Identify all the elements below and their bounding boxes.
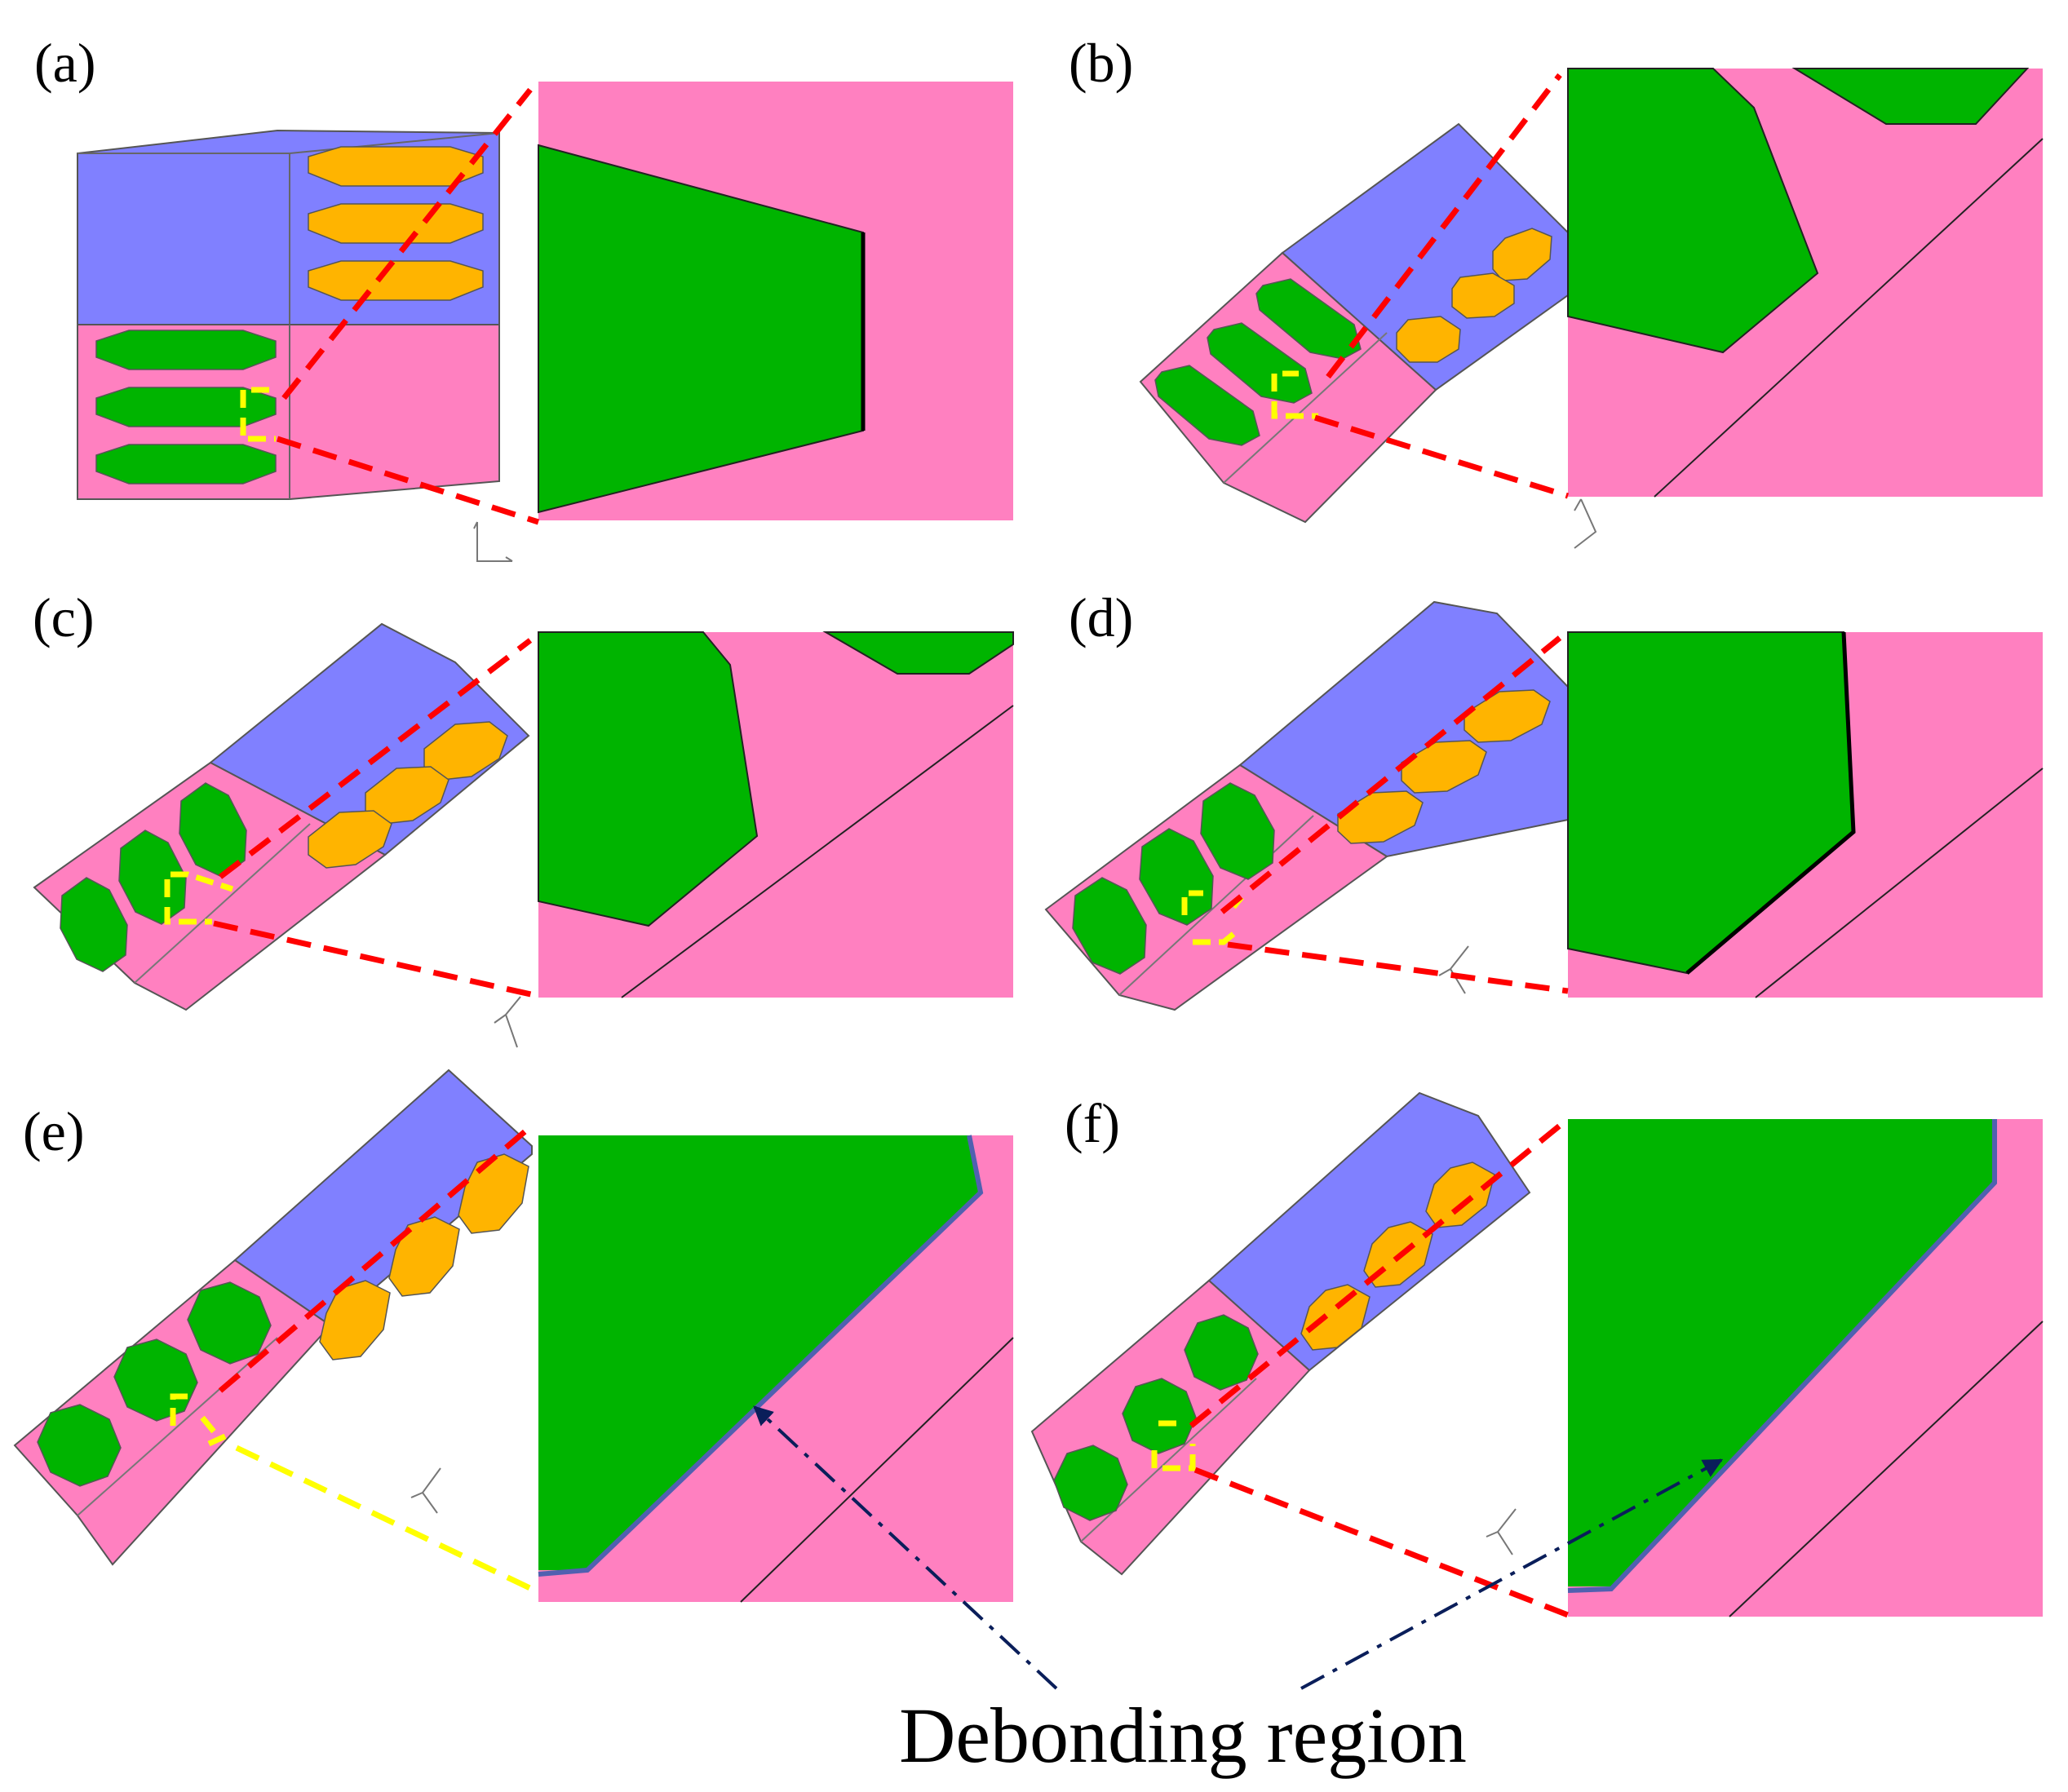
zoom-box xyxy=(170,1393,228,1447)
zoom-line xyxy=(218,1123,534,1393)
zoom-line xyxy=(1326,73,1562,379)
axis-triad xyxy=(1486,1508,1517,1555)
panel-e-label: (e) xyxy=(23,1100,84,1162)
green-fiber xyxy=(179,782,247,878)
debond-layer xyxy=(1567,1119,1997,1593)
green-fiber xyxy=(113,1338,198,1422)
orange-fiber xyxy=(1492,228,1552,281)
panel-a: (a) xyxy=(34,32,1013,562)
zoom-line xyxy=(218,638,533,879)
panel-b-zoom xyxy=(1567,68,2044,498)
zoom-box xyxy=(1271,370,1318,419)
panel-a-zoom xyxy=(538,82,1013,520)
green-fiber xyxy=(1122,1378,1197,1454)
orange-fiber xyxy=(1396,316,1461,363)
orange-fiber xyxy=(1451,272,1515,319)
orange-fiber xyxy=(458,1153,529,1234)
annotation-label: Debonding region xyxy=(899,1692,1467,1779)
debond-layer xyxy=(538,1135,984,1577)
panel-f-model xyxy=(1030,1091,1531,1576)
panel-b: (b) xyxy=(1069,32,2044,549)
green-fiber xyxy=(60,877,128,972)
zoom-box xyxy=(240,387,276,442)
green-fiber xyxy=(118,830,187,925)
panel-c-model xyxy=(33,622,530,1048)
zoom-green-fiber xyxy=(538,1135,981,1570)
green-fiber xyxy=(1154,365,1260,446)
orange-fiber xyxy=(308,203,484,244)
zoom-line xyxy=(1227,941,1569,994)
panel-e-zoom xyxy=(538,1135,1014,1603)
axis-triad xyxy=(1438,945,1469,994)
panel-f-label: (f) xyxy=(1065,1092,1120,1154)
zoom-green-fiber xyxy=(1791,68,2030,125)
green-fiber xyxy=(1053,1445,1128,1521)
zoom-line xyxy=(1189,1123,1562,1428)
panel-c-label: (c) xyxy=(33,586,94,648)
green-fiber xyxy=(1072,877,1147,975)
panel-e-model xyxy=(13,1069,533,1566)
zoom-green-fiber xyxy=(538,631,759,927)
panel-d-label: (d) xyxy=(1069,586,1133,648)
zoom-green-fiber xyxy=(822,631,1014,675)
zoom-green-fiber xyxy=(1567,68,1819,354)
orange-fiber xyxy=(1300,1284,1371,1351)
green-fiber xyxy=(37,1404,122,1487)
green-fiber xyxy=(95,330,277,370)
zoom-line xyxy=(1193,1467,1570,1618)
axis-triad xyxy=(494,996,521,1048)
axis-triad xyxy=(473,521,513,562)
panel-d-zoom xyxy=(1567,631,2044,998)
zoom-box xyxy=(164,871,234,925)
axis-triad xyxy=(1574,498,1597,549)
orange-fiber xyxy=(1425,1161,1495,1228)
debonding-annotation: Debonding region xyxy=(753,1405,1724,1779)
panel-c-zoom xyxy=(538,631,1014,998)
zoom-line xyxy=(281,87,533,400)
orange-fiber xyxy=(308,810,392,869)
green-fiber xyxy=(1139,828,1214,926)
panel-d: (d) xyxy=(1044,586,2044,1011)
panel-d-model xyxy=(1044,600,1569,1011)
orange-fiber xyxy=(319,1280,391,1361)
green-fiber xyxy=(1200,782,1275,880)
green-fiber xyxy=(1184,1314,1259,1391)
panel-a-label: (a) xyxy=(34,32,95,94)
green-fiber xyxy=(95,387,277,427)
orange-fiber xyxy=(308,146,484,187)
zoom-box xyxy=(1151,1420,1196,1471)
green-fiber xyxy=(187,1281,272,1365)
panel-c: (c) xyxy=(33,586,1014,1048)
orange-fiber xyxy=(1401,740,1487,794)
panel-f: (f) xyxy=(1030,1091,2044,1618)
panel-b-label: (b) xyxy=(1069,32,1133,94)
panel-b-model xyxy=(1139,122,1597,549)
zoom-line xyxy=(1313,414,1570,499)
zoom-line xyxy=(276,436,540,525)
zoom-line-yellow xyxy=(235,1445,540,1595)
zoom-green-fiber xyxy=(1568,1119,1995,1586)
zoom-line xyxy=(213,920,535,998)
annotation-arrow-e xyxy=(753,1405,1058,1690)
orange-fiber xyxy=(308,260,484,301)
panel-f-zoom xyxy=(1567,1119,2044,1617)
orange-fiber xyxy=(1464,689,1551,743)
green-fiber xyxy=(1207,322,1313,404)
panel-a-model xyxy=(77,129,513,562)
annotation-arrow-f xyxy=(1300,1458,1724,1690)
panel-e: (e) xyxy=(13,1069,1014,1603)
orange-fiber xyxy=(388,1216,460,1297)
green-fiber xyxy=(95,444,277,485)
axis-triad xyxy=(410,1467,441,1514)
